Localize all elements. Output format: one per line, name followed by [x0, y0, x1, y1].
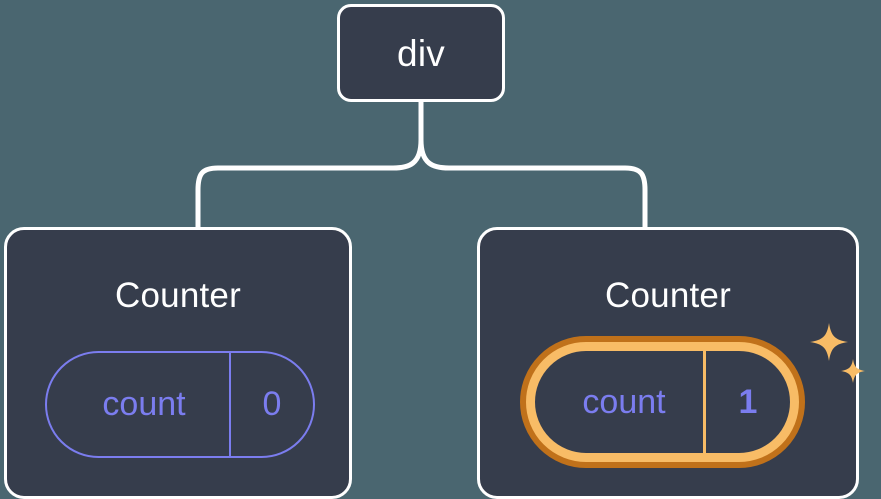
- state-pill-divider-right: [703, 351, 706, 453]
- sparkles-group: [807, 323, 869, 393]
- highlight-ring-inner: [526, 342, 799, 462]
- connector-branch-right: [418, 137, 648, 231]
- sparkle-small-icon: [841, 359, 865, 383]
- sparkle-large-icon: [810, 323, 848, 361]
- state-value-right: 1: [738, 382, 758, 421]
- state-key-right: count: [582, 382, 666, 421]
- state-pill-divider-left: [229, 353, 231, 456]
- highlight-ring-outer: [520, 336, 805, 468]
- connector-branch-left: [195, 137, 424, 231]
- node-counter-right[interactable]: Counter count 1: [477, 227, 865, 499]
- node-counter-left-title: Counter: [115, 276, 241, 315]
- node-root-label: div: [397, 32, 445, 74]
- state-value-left: 0: [262, 385, 282, 423]
- state-key-left: count: [102, 385, 186, 423]
- node-counter-left[interactable]: Counter count 0: [4, 227, 352, 499]
- node-counter-right-title: Counter: [605, 276, 731, 315]
- state-pill-left[interactable]: count 0: [45, 351, 315, 458]
- state-pill-right[interactable]: count 1: [520, 336, 805, 468]
- state-pill-right-content: count 1: [535, 351, 790, 453]
- node-root-div[interactable]: div: [337, 4, 505, 102]
